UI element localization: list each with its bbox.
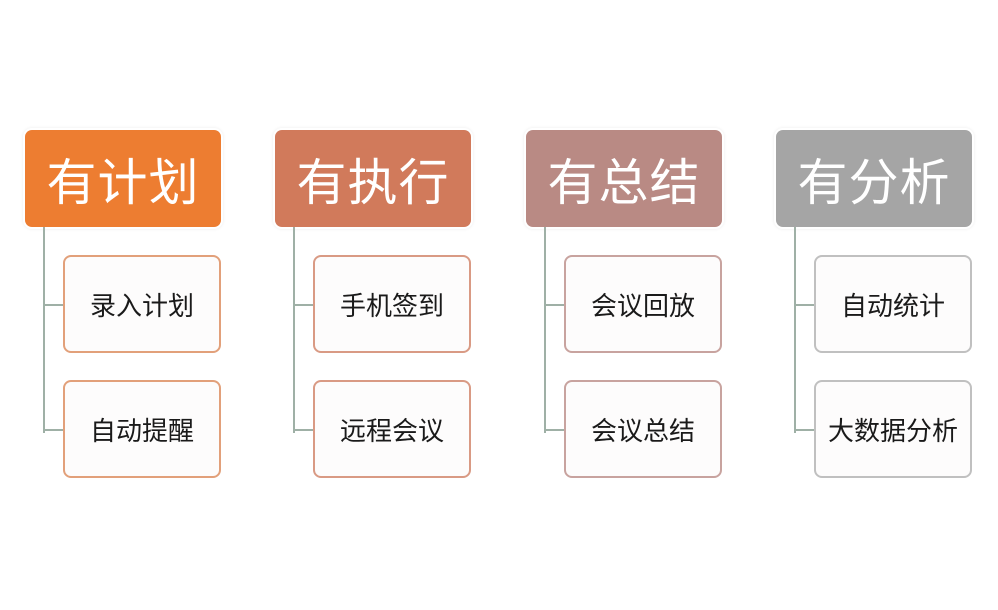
item-analysis-1[interactable]: 自动统计 xyxy=(814,255,972,353)
connector-horizontal xyxy=(293,429,313,431)
connector-horizontal xyxy=(794,429,814,431)
header-execute: 有执行 xyxy=(275,130,471,227)
column-summary: 有总结 会议回放 会议总结 xyxy=(526,130,726,482)
connector-vertical xyxy=(293,227,295,433)
connector-vertical xyxy=(794,227,796,433)
connector-horizontal xyxy=(544,429,564,431)
connector-horizontal xyxy=(43,304,63,306)
header-summary: 有总结 xyxy=(526,130,722,227)
connector-vertical xyxy=(544,227,546,433)
connector-vertical xyxy=(43,227,45,433)
column-execute: 有执行 手机签到 远程会议 xyxy=(275,130,475,482)
item-plan-2[interactable]: 自动提醒 xyxy=(63,380,221,478)
item-execute-1[interactable]: 手机签到 xyxy=(313,255,471,353)
connector-horizontal xyxy=(293,304,313,306)
header-plan: 有计划 xyxy=(25,130,221,227)
connector-horizontal xyxy=(43,429,63,431)
item-summary-2[interactable]: 会议总结 xyxy=(564,380,722,478)
column-analysis: 有分析 自动统计 大数据分析 xyxy=(776,130,976,482)
item-analysis-2[interactable]: 大数据分析 xyxy=(814,380,972,478)
connector-horizontal xyxy=(794,304,814,306)
header-analysis: 有分析 xyxy=(776,130,972,227)
item-execute-2[interactable]: 远程会议 xyxy=(313,380,471,478)
connector-horizontal xyxy=(544,304,564,306)
column-plan: 有计划 录入计划 自动提醒 xyxy=(25,130,225,482)
item-plan-1[interactable]: 录入计划 xyxy=(63,255,221,353)
item-summary-1[interactable]: 会议回放 xyxy=(564,255,722,353)
